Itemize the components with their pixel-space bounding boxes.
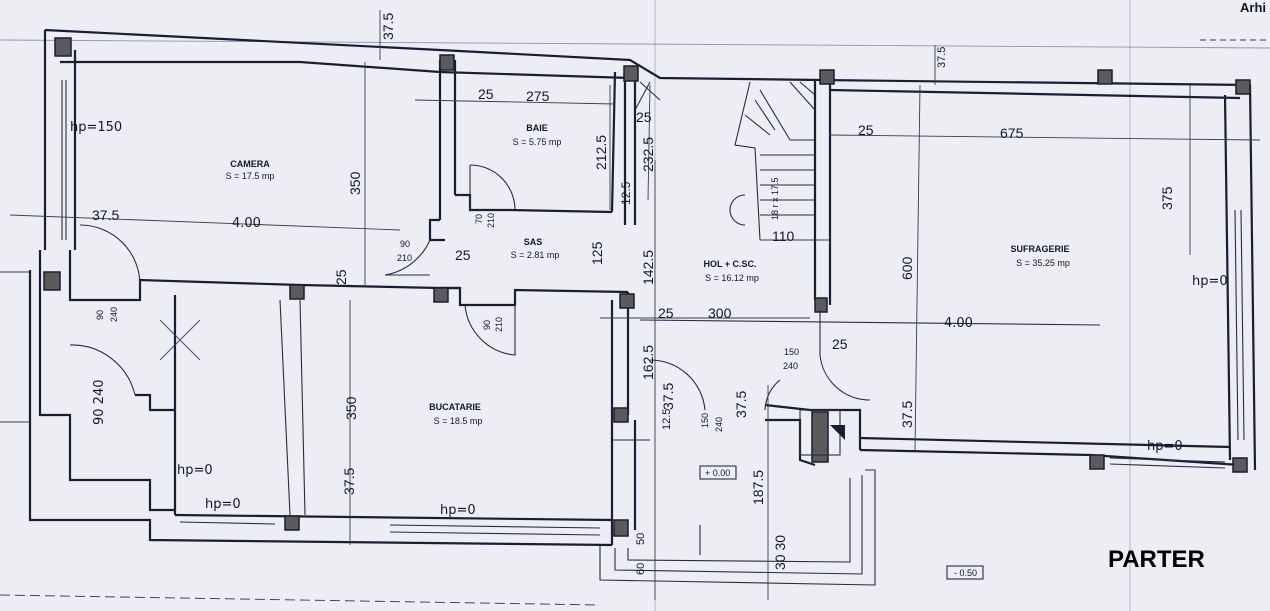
door-hol-width: 150 <box>700 413 710 428</box>
door-left-height: 240 <box>109 307 119 322</box>
dim-37-5-buc-bottom: 37.5 <box>341 468 357 495</box>
door-camera-width: 90 <box>400 239 410 249</box>
dim-275: 275 <box>526 88 550 104</box>
dim-232-5: 232.5 <box>640 137 656 172</box>
room-area-hol: S = 16.12 mp <box>705 273 759 283</box>
dim-12-5: 12.5 <box>619 181 633 205</box>
window-hp150: hp=150 <box>70 120 122 135</box>
interior-walls <box>135 60 1101 545</box>
dim-162-5: 162.5 <box>640 345 656 380</box>
dim-50: 50 <box>635 533 647 545</box>
room-name-baie: BAIE <box>526 123 548 133</box>
door-camera-height: 210 <box>397 253 412 263</box>
opening-labels: hp=150 hp=0 hp=0 hp=0 hp=0 hp=0 90 210 7… <box>70 120 1228 518</box>
dim-37-5-hol-a: 37.5 <box>660 383 676 410</box>
page-title: PARTER <box>1108 546 1205 573</box>
dim-12-5-small: 12.5 <box>661 409 673 430</box>
window-hp0-buc-c: hp=0 <box>440 503 476 518</box>
room-area-baie: S = 5.75 mp <box>513 137 562 147</box>
window-hp0-buc-b: hp=0 <box>205 497 241 512</box>
dim-142-5: 142.5 <box>640 250 656 285</box>
dim-187-5: 187.5 <box>750 470 766 505</box>
room-name-camera: CAMERA <box>230 159 270 169</box>
room-name-bucatarie: BUCATARIE <box>429 402 481 412</box>
room-area-sufragerie: S = 35.25 mp <box>1016 258 1070 268</box>
corner-text: Arhi <box>1240 0 1266 15</box>
dim-350-buc: 350 <box>343 396 359 420</box>
dim-25-door: 25 <box>832 336 848 352</box>
dim-37-5-top: 37.5 <box>380 13 396 40</box>
level-entry: + 0.00 <box>705 468 730 478</box>
window-hp0-buc-a: hp=0 <box>177 463 213 478</box>
door-sas-height: 210 <box>486 213 496 228</box>
room-area-bucatarie: S = 18.5 mp <box>434 416 483 426</box>
room-area-sas: S = 2.81 mp <box>511 250 560 260</box>
dim-37-5-suf: 37.5 <box>899 401 915 428</box>
dim-4-00-hand: 4.00 <box>232 216 261 231</box>
door-buc-width: 90 <box>482 320 492 330</box>
door-entry-height: 240 <box>783 361 798 371</box>
room-name-sas: SAS <box>524 237 543 247</box>
dim-675: 675 <box>1000 125 1024 141</box>
exterior-walls <box>28 28 1257 547</box>
door-entry-width: 150 <box>784 347 799 357</box>
dim-125: 125 <box>589 241 605 265</box>
door-hol-height: 240 <box>714 417 724 432</box>
staircase <box>634 81 816 241</box>
dim-300: 300 <box>708 305 732 321</box>
dim-600: 600 <box>899 256 915 280</box>
dim-25-hol: 25 <box>658 305 674 321</box>
dim-37-5-top-right: 37.5 <box>936 47 948 68</box>
windows <box>61 80 1245 536</box>
dimension-lines <box>9 10 1261 600</box>
dim-60: 60 <box>635 563 647 575</box>
dim-212-5: 212.5 <box>593 135 609 170</box>
dimension-labels: 37.5 37.5 25 275 25 212.5 232.5 12.5 350… <box>92 13 1175 575</box>
dim-30-30: 30 30 <box>772 535 788 570</box>
dim-18-stairs: 18 r x 17.5 <box>770 177 780 220</box>
level-markers: + 0.00 - 0.50 <box>699 465 984 580</box>
dim-4-00-suf-hand: 4.00 <box>944 316 973 331</box>
dim-350-camera: 350 <box>347 171 363 195</box>
dim-25-baie-right: 25 <box>636 109 652 125</box>
door-left-width: 90 <box>95 310 105 320</box>
window-hp0-suf: hp=0 <box>1192 274 1228 289</box>
exterior-steps <box>599 409 876 586</box>
dim-25-baie: 25 <box>478 86 494 102</box>
dim-37-5-left: 37.5 <box>92 207 119 223</box>
room-name-sufragerie: SUFRAGERIE <box>1010 244 1069 254</box>
dim-37-5-hol-b: 37.5 <box>733 391 749 418</box>
door-sas-width: 70 <box>474 214 484 224</box>
door-swings <box>69 164 871 411</box>
room-area-camera: S = 17.5 mp <box>226 171 275 181</box>
dim-375-right: 375 <box>1159 186 1175 210</box>
dim-25-sas: 25 <box>455 247 471 263</box>
dim-25-suf: 25 <box>858 122 874 138</box>
door-left-hand: 90 240 <box>92 380 107 426</box>
door-buc-height: 210 <box>494 317 504 332</box>
dim-110: 110 <box>772 228 795 244</box>
room-name-hol: HOL + C.SC. <box>703 259 756 269</box>
level-outside: - 0.50 <box>954 568 977 578</box>
window-hp0-suf-bottom: hp=0 <box>1147 439 1183 454</box>
structural-columns <box>43 37 1251 537</box>
dim-25-buc: 25 <box>333 269 349 285</box>
room-labels: CAMERA S = 17.5 mp BAIE S = 5.75 mp SAS … <box>226 123 1070 426</box>
